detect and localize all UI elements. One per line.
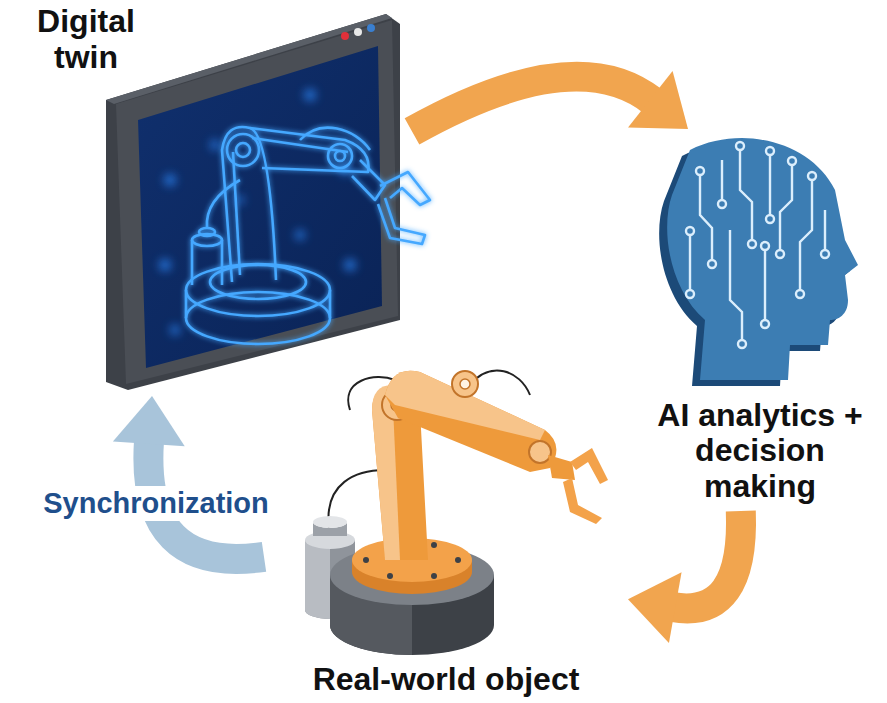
drawing-circle xyxy=(738,340,746,348)
drawing-circle xyxy=(344,259,356,271)
drawing-circle xyxy=(761,320,769,328)
drawing-circle xyxy=(164,174,176,186)
drawing-circle xyxy=(367,24,375,32)
drawing-circle xyxy=(808,172,816,180)
digital-twin-node: Digital twin xyxy=(20,4,406,390)
drawing-path xyxy=(800,180,812,290)
drawing-path xyxy=(548,455,575,480)
drawing-ellipse xyxy=(199,228,215,236)
circuit-nodes xyxy=(686,142,829,348)
node-label: Digital twin xyxy=(24,4,148,76)
node-label: Real-world object xyxy=(270,662,622,698)
drawing-polygon xyxy=(138,46,382,368)
drawing-path xyxy=(186,290,330,318)
drawing-path xyxy=(305,540,330,619)
drawing-path xyxy=(563,478,602,524)
drawing-path xyxy=(470,371,530,395)
drawing-circle xyxy=(776,250,784,258)
curved-arrow xyxy=(672,511,741,608)
drawing-g xyxy=(159,89,356,335)
drawing-path xyxy=(700,175,712,260)
drawing-path xyxy=(378,198,425,244)
drawing-polygon xyxy=(116,20,398,384)
drawing-circle xyxy=(455,557,461,563)
drawing-ellipse xyxy=(210,265,306,299)
drawing-path xyxy=(780,165,792,250)
drawing-circle xyxy=(748,240,756,248)
drawing-circle xyxy=(821,250,829,258)
node-label: AI analytics + decision making xyxy=(646,398,874,505)
drawing-path xyxy=(824,210,826,250)
drawing-circle xyxy=(236,143,250,157)
drawing-path xyxy=(740,150,752,240)
drawing-path xyxy=(380,172,430,205)
drawing-circle xyxy=(708,260,716,268)
drawing-circle xyxy=(236,196,244,204)
drawing-circle xyxy=(210,140,220,150)
drawing-path xyxy=(385,371,556,472)
drawing-circle xyxy=(452,371,478,397)
drawing-circle xyxy=(788,157,796,165)
ai-node: AI analytics + decision making xyxy=(640,135,880,505)
drawing-circle xyxy=(387,573,393,579)
drawing-circle xyxy=(460,379,470,389)
real-object-node: Real-world object xyxy=(270,345,622,698)
edge-label: Synchronization xyxy=(39,486,273,521)
drawing-circle xyxy=(363,557,369,563)
circuit-lines xyxy=(690,150,825,340)
robot-arm xyxy=(305,371,608,655)
drawing-ellipse xyxy=(186,264,330,316)
drawing-circle xyxy=(529,441,551,463)
drawing-ellipse xyxy=(313,516,347,528)
drawing-circle xyxy=(761,242,769,250)
drawing-circle xyxy=(766,215,774,223)
drawing-circle xyxy=(686,290,694,298)
arrow-head xyxy=(628,572,682,643)
tablet xyxy=(106,14,400,390)
drawing-circle xyxy=(686,227,694,235)
drawing-circle xyxy=(341,32,349,40)
drawing-circle xyxy=(159,259,171,271)
drawing-circle xyxy=(718,200,726,208)
drawing-circle xyxy=(295,230,305,240)
drawing-circle xyxy=(335,151,345,161)
drawing-path xyxy=(721,160,723,200)
arrow-head xyxy=(628,71,688,129)
drawing-circle xyxy=(328,144,352,168)
drawing-path xyxy=(300,128,370,150)
drawing-path xyxy=(385,371,545,440)
drawing-path xyxy=(667,138,858,380)
drawing-path xyxy=(570,448,608,484)
drawing-circle xyxy=(696,167,704,175)
drawing-circle xyxy=(766,147,774,155)
drawing-path xyxy=(689,235,691,290)
drawing-circle xyxy=(431,542,437,548)
drawing-path xyxy=(352,160,385,200)
drawing-circle xyxy=(736,142,744,150)
drawing-circle xyxy=(431,573,437,579)
drawing-circle xyxy=(170,325,180,335)
wireframe-robot xyxy=(186,127,430,344)
drawing-path xyxy=(222,127,276,282)
drawing-path xyxy=(730,230,742,340)
drawing-circle xyxy=(796,290,804,298)
drawing-path xyxy=(233,152,240,275)
drawing-path xyxy=(764,250,766,320)
drawing-circle xyxy=(354,28,362,36)
curved-arrow xyxy=(412,77,653,132)
ai-head xyxy=(659,138,858,386)
drawing-circle xyxy=(304,89,316,101)
arrow-head xyxy=(113,396,185,446)
drawing-polygon xyxy=(106,14,400,390)
drawing-path xyxy=(769,155,771,215)
